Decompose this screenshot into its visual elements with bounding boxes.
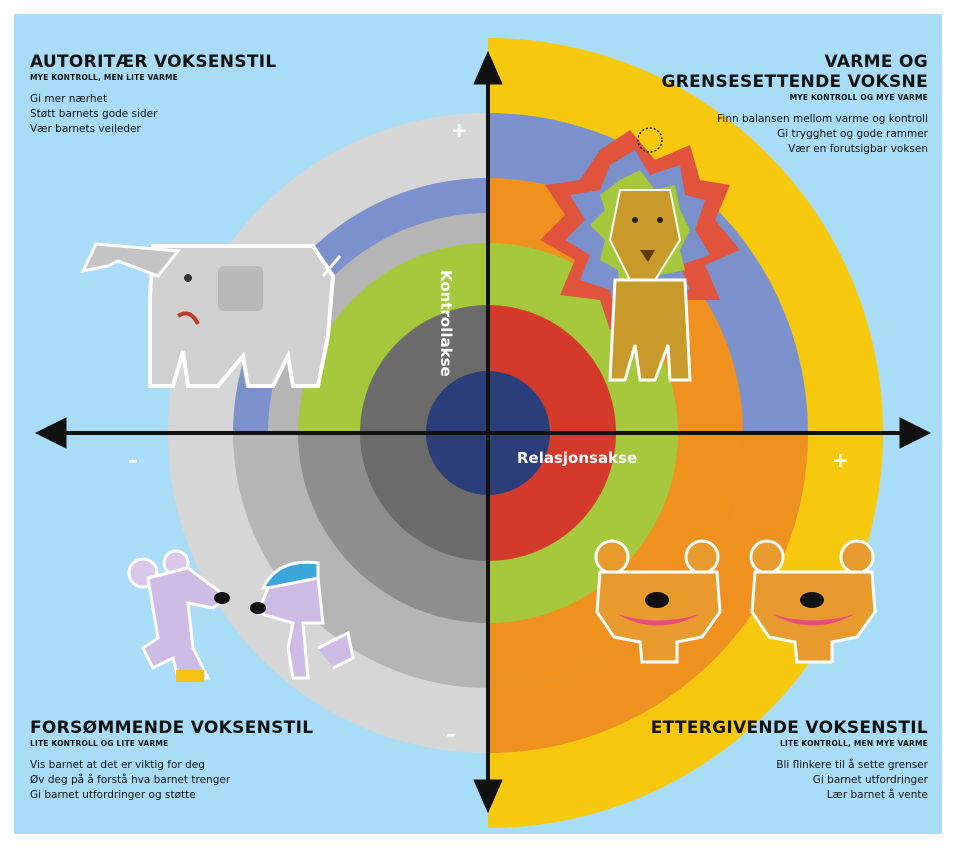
quadrant-title: ETTERGIVENDE VOKSENSTIL [650,718,928,738]
quadrant-subtitle: MYE KONTROLL OG MYE VARME [789,93,928,102]
tip: Vær en forutsigbar voksen [788,143,928,155]
tip: Gi barnet utfordringer [812,774,928,786]
quadrant-authoritarian: AUTORITÆR VOKSENSTIL MYE KONTROLL, MEN L… [30,52,277,137]
lion-illustration [540,127,740,382]
tip: Lær barnet å vente [826,789,928,801]
quadrant-tips: Gi mer nærhet Støtt barnets gode sider V… [30,92,277,137]
quadrant-subtitle: LITE KONTROLL, MEN MYE VARME [780,739,928,748]
quadrant-title-line-1: VARME OG [824,52,928,72]
quadrant-title-line-2: GRENSESETTENDE VOKSNE [661,72,928,92]
plus-sign-top: + [451,118,468,142]
axes [34,50,932,814]
tip: Finn balansen mellom varme og kontroll [717,113,928,125]
quadrant-tips: Bli flinkere til å sette grenser Gi barn… [651,758,928,803]
quadrant-subtitle: LITE KONTROLL OG LITE VARME [30,739,169,748]
quadrant-title: AUTORITÆR VOKSENSTIL [30,52,277,72]
bottom-right-overlay [488,433,808,753]
tip: Gi mer nærhet [30,93,108,105]
bears-illustration [594,539,877,664]
tip: Øv deg på å forstå hva barnet trenger [30,774,231,786]
mice-illustration [127,549,355,682]
tip: Støtt barnets gode sider [30,108,158,120]
horizontal-axis-label: Relasjonsakse [517,449,638,467]
quadrant-subtitle: MYE KONTROLL, MEN LITE VARME [30,73,178,82]
tip: Gi barnet utfordringer og støtte [30,789,196,801]
tip: Gi trygghet og gode rammer [777,128,928,140]
minus-sign-bottom: – [446,722,456,746]
tip: Bli flinkere til å sette grenser [776,759,928,771]
quadrant-title: FORSØMMENDE VOKSENSTIL [30,718,314,738]
quadrant-warm-boundary: VARME OG GRENSESETTENDE VOKSNE MYE KONTR… [661,52,928,157]
tip: Vis barnet at det er viktig for deg [30,759,205,771]
minus-sign-left: – [128,448,138,472]
vertical-axis-label: Kontrollakse [437,270,455,377]
plus-sign-right: + [832,448,849,472]
quadrant-permissive: ETTERGIVENDE VOKSENSTIL LITE KONTROLL, M… [651,718,928,803]
quadrant-neglectful: FORSØMMENDE VOKSENSTIL LITE KONTROLL OG … [30,718,313,803]
quadrant-tips: Finn balansen mellom varme og kontroll G… [661,112,928,157]
elephant-illustration [80,242,342,388]
tip: Vær barnets veileder [30,123,141,135]
quadrant-tips: Vis barnet at det er viktig for deg Øv d… [30,758,313,803]
